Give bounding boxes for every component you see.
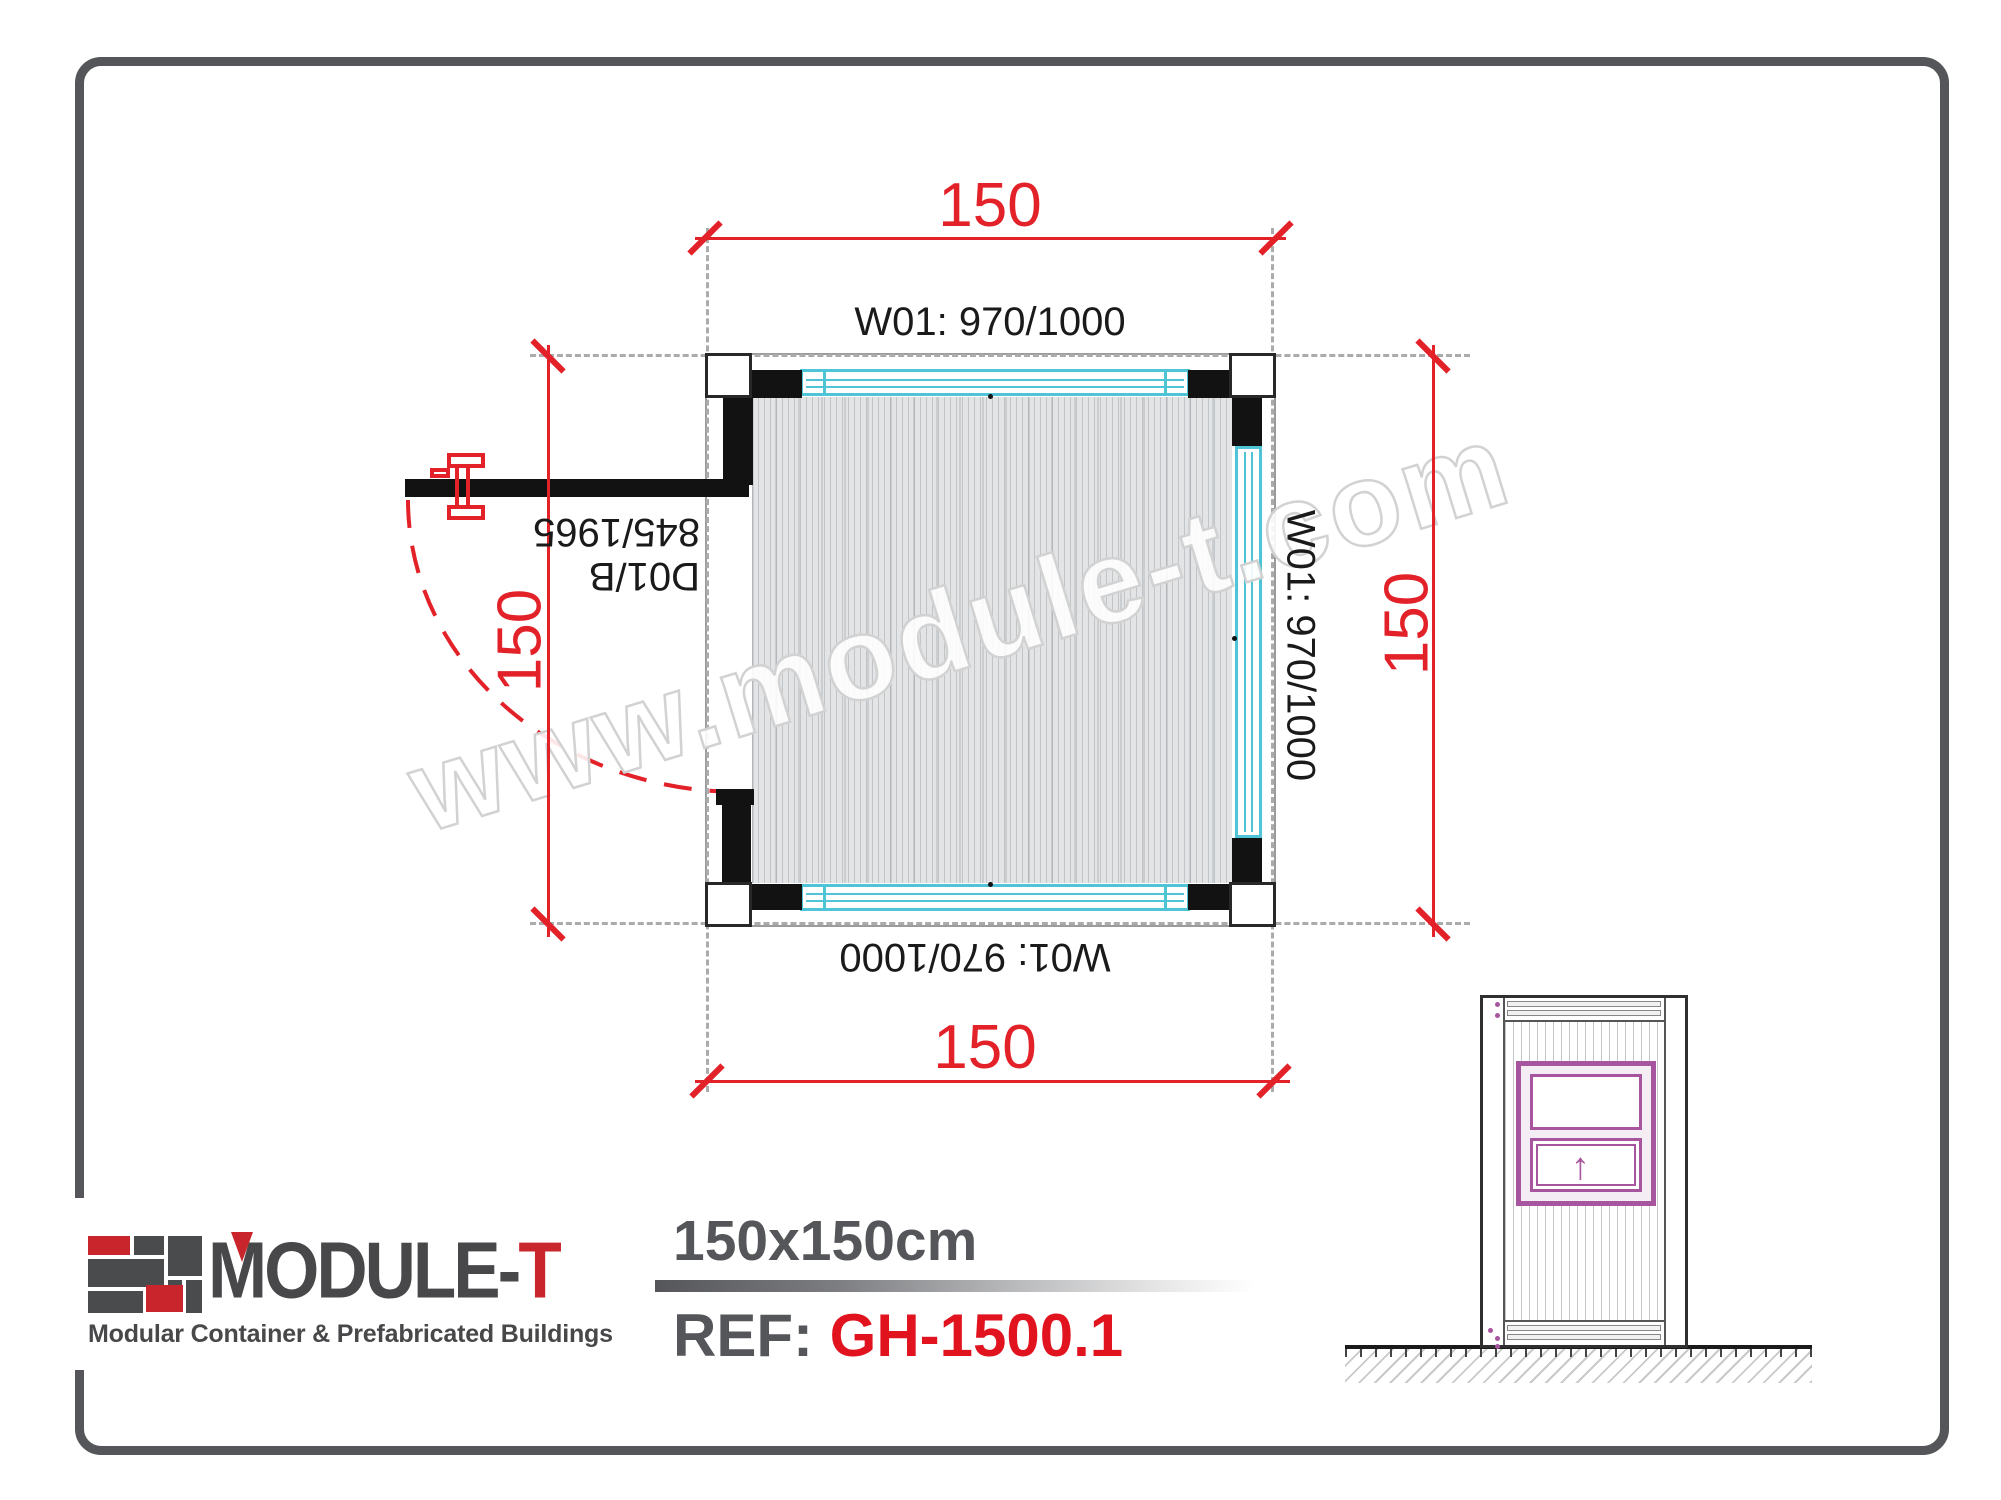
top-window-end-block-right	[1188, 370, 1234, 398]
elevation-window-upper-pane	[1530, 1074, 1642, 1130]
right-window-end-block-top	[1232, 398, 1262, 446]
elevation-left-post-line	[1503, 998, 1505, 1345]
top-window-glass-line2	[806, 386, 1184, 388]
bottom-wall-center-dot	[988, 882, 993, 887]
sliding-sash-arrow: ↑	[1571, 1146, 1590, 1188]
door-label-size: 845/1965	[533, 510, 700, 554]
top-window-end-block-left	[750, 370, 802, 398]
elevation-dot-5	[1495, 1344, 1500, 1349]
door-handle-lever	[430, 468, 450, 478]
door-jamb-bottom-head	[716, 789, 754, 805]
door-label-code: D01/B	[588, 554, 700, 598]
dashed-line-bottom-wall	[530, 922, 1470, 925]
elevation-dot-2	[1495, 1013, 1500, 1018]
window-label-right: W01: 970/1000	[1278, 509, 1323, 782]
dim-text-bottom: 150	[933, 1013, 1037, 1082]
elevation-top-bar2	[1507, 1010, 1661, 1016]
corner-post-top-right	[1229, 353, 1276, 398]
elevation-bottom-band-line	[1503, 1320, 1665, 1322]
ground-ticks	[1345, 1349, 1812, 1357]
logo-tagline: Modular Container & Prefabricated Buildi…	[88, 1320, 613, 1348]
title-divider-bar	[655, 1280, 1255, 1292]
logo-name-sep: -	[497, 1227, 522, 1316]
plan-floor	[752, 397, 1232, 883]
bottom-window-glass-line1	[806, 893, 1184, 895]
dashed-line-top-wall	[530, 354, 1470, 357]
door-leaf-hinge-tab	[731, 473, 753, 485]
bottom-window-end-block-right	[1188, 884, 1234, 910]
corner-post-bottom-right	[1229, 882, 1276, 927]
elevation-window-frame	[1516, 1061, 1656, 1206]
elevation-top-bar1	[1507, 1001, 1661, 1007]
bottom-window-mullion-left	[823, 887, 826, 908]
bottom-window-frame	[800, 884, 1190, 911]
bottom-window-mullion-right	[1164, 887, 1167, 908]
elevation-dot-1	[1495, 1002, 1500, 1007]
top-window-glass-line1	[806, 379, 1184, 381]
logo-mark-rect-gray2	[168, 1236, 202, 1276]
door-jamb-bottom	[722, 805, 751, 883]
logo-mark-rect-red1	[88, 1236, 130, 1255]
right-window-frame	[1235, 446, 1262, 838]
elevation-window-lower-pane	[1530, 1138, 1642, 1192]
elevation-dot-3	[1488, 1328, 1493, 1333]
dim-text-right: 150	[1372, 571, 1442, 676]
logo-mark-rect-gray3	[88, 1259, 164, 1287]
top-window-mullion-left	[823, 372, 826, 393]
size-title: 150x150cm	[673, 1209, 978, 1273]
door-handle-stem	[455, 464, 470, 509]
dashed-line-left-wall	[706, 228, 709, 1092]
elevation-top-band-line	[1503, 1020, 1665, 1022]
dim-line-right	[1432, 345, 1435, 937]
dim-text-top: 150	[938, 171, 1042, 240]
bottom-window-end-block-left	[750, 884, 802, 910]
dashed-line-right-wall	[1271, 228, 1274, 1092]
logo-name: MODULE-T	[208, 1226, 562, 1317]
door-label: D01/B 845/1965	[500, 510, 700, 598]
top-window-mullion-right	[1164, 372, 1167, 393]
right-wall-center-dot	[1232, 636, 1237, 641]
logo-mark-rect-red2	[146, 1285, 183, 1312]
dim-line-bottom	[695, 1080, 1290, 1083]
logo-mark-rect-gray6	[88, 1291, 143, 1313]
door-swing-arc	[406, 499, 741, 794]
elevation-view: ↑	[1480, 995, 1688, 1349]
top-window-frame	[800, 369, 1190, 396]
elevation-bottom-bar2	[1507, 1334, 1661, 1340]
door-jamb-top	[723, 398, 753, 482]
window-label-bottom: W01: 970/1000	[839, 935, 1111, 979]
right-window-glass-line1	[1244, 452, 1246, 832]
logo-name-t: T	[518, 1227, 561, 1316]
logo-name-main: MODULE	[208, 1227, 501, 1316]
logo-mark-rect-gray5	[186, 1280, 202, 1313]
corner-post-bottom-left	[705, 882, 752, 927]
page-border	[75, 57, 1949, 1455]
elevation-dot-4	[1495, 1336, 1500, 1341]
bottom-window-glass-line2	[806, 900, 1184, 902]
door-leaf	[405, 479, 749, 497]
dim-line-top	[695, 237, 1286, 240]
dim-line-left	[547, 345, 550, 937]
corner-post-top-left	[705, 353, 752, 398]
top-wall-center-dot	[988, 394, 993, 399]
window-label-top: W01: 970/1000	[854, 300, 1126, 344]
logo-m-notch	[231, 1232, 253, 1262]
ref-value: GH-1500.1	[829, 1302, 1124, 1369]
elevation-bottom-bar1	[1507, 1325, 1661, 1331]
ref-label: REF:	[673, 1302, 813, 1369]
elevation-right-post-line	[1664, 998, 1666, 1345]
right-window-end-block-bottom	[1232, 838, 1262, 884]
right-window-glass-line2	[1251, 452, 1253, 832]
ref-line: REF: GH-1500.1	[673, 1301, 1123, 1370]
logo-mark-rect-gray1	[134, 1236, 164, 1255]
